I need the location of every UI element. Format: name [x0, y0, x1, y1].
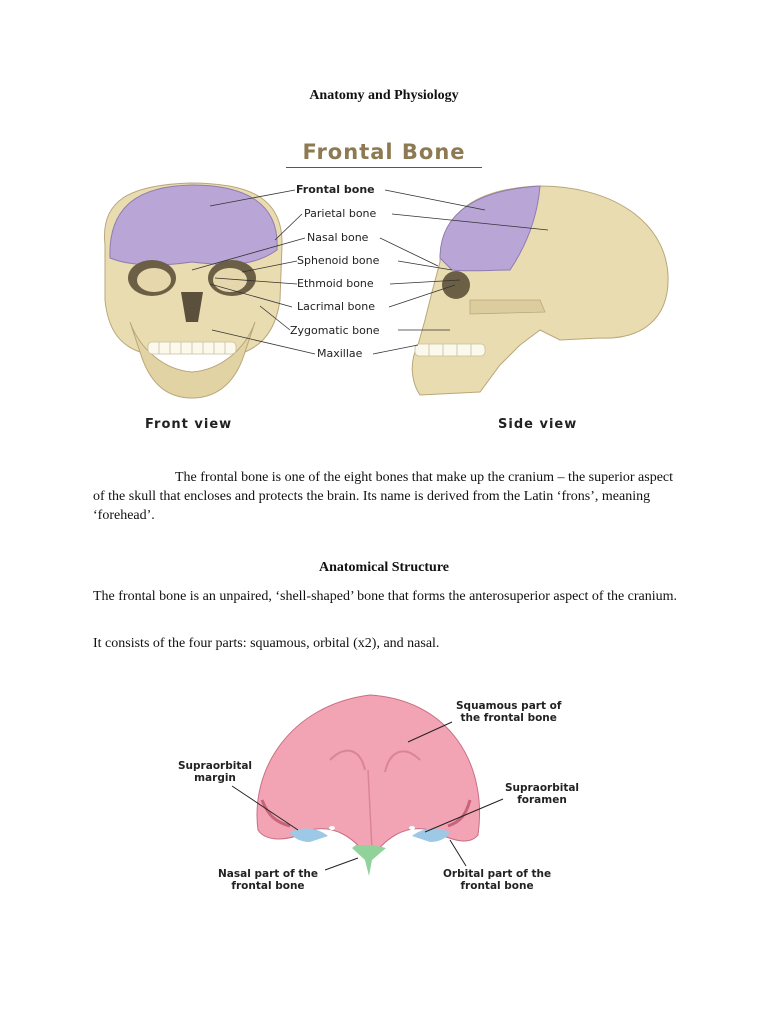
section-paragraph-2: It consists of the four parts: squamous,…: [93, 636, 440, 651]
front-view-label: Front view: [145, 417, 233, 432]
label-nasal-part: Nasal part of the frontal bone: [218, 868, 318, 892]
label-supraorbital-margin: Supraorbital margin: [178, 760, 253, 784]
label-orbital-part: Orbital part of the frontal bone: [443, 868, 552, 892]
skull-illustration: [103, 182, 669, 399]
label-ethmoid-bone: Ethmoid bone: [297, 277, 374, 290]
document-title: Anatomy and Physiology: [309, 88, 459, 103]
label-lacrimal-bone: Lacrimal bone: [297, 300, 375, 313]
frontal-bone-region-side: [439, 185, 541, 272]
section-heading: Anatomical Structure: [319, 560, 449, 575]
figure-title-underline: [286, 167, 482, 168]
label-parietal-bone: Parietal bone: [304, 207, 377, 220]
label-zygomatic-bone: Zygomatic bone: [290, 324, 380, 337]
section-paragraph-1: The frontal bone is an unpaired, ‘shell-…: [93, 589, 678, 604]
label-supraorbital-foramen: Supraorbital foramen: [505, 782, 580, 806]
label-maxillae: Maxillae: [317, 347, 363, 360]
front-skull: [103, 182, 283, 399]
side-view-label: Side view: [498, 417, 578, 432]
intro-paragraph: The frontal bone is one of the eight bon…: [93, 470, 674, 523]
side-skull: [411, 185, 669, 396]
figure-title: Frontal Bone: [302, 140, 466, 164]
leader-lines: [191, 189, 549, 355]
label-frontal-bone: Frontal bone: [296, 183, 375, 196]
label-squamous-part: Squamous part of the frontal bone: [456, 700, 562, 724]
frontal-bone-parts-illustration: [231, 694, 504, 876]
label-nasal-bone: Nasal bone: [307, 231, 369, 244]
label-sphenoid-bone: Sphenoid bone: [297, 254, 380, 267]
